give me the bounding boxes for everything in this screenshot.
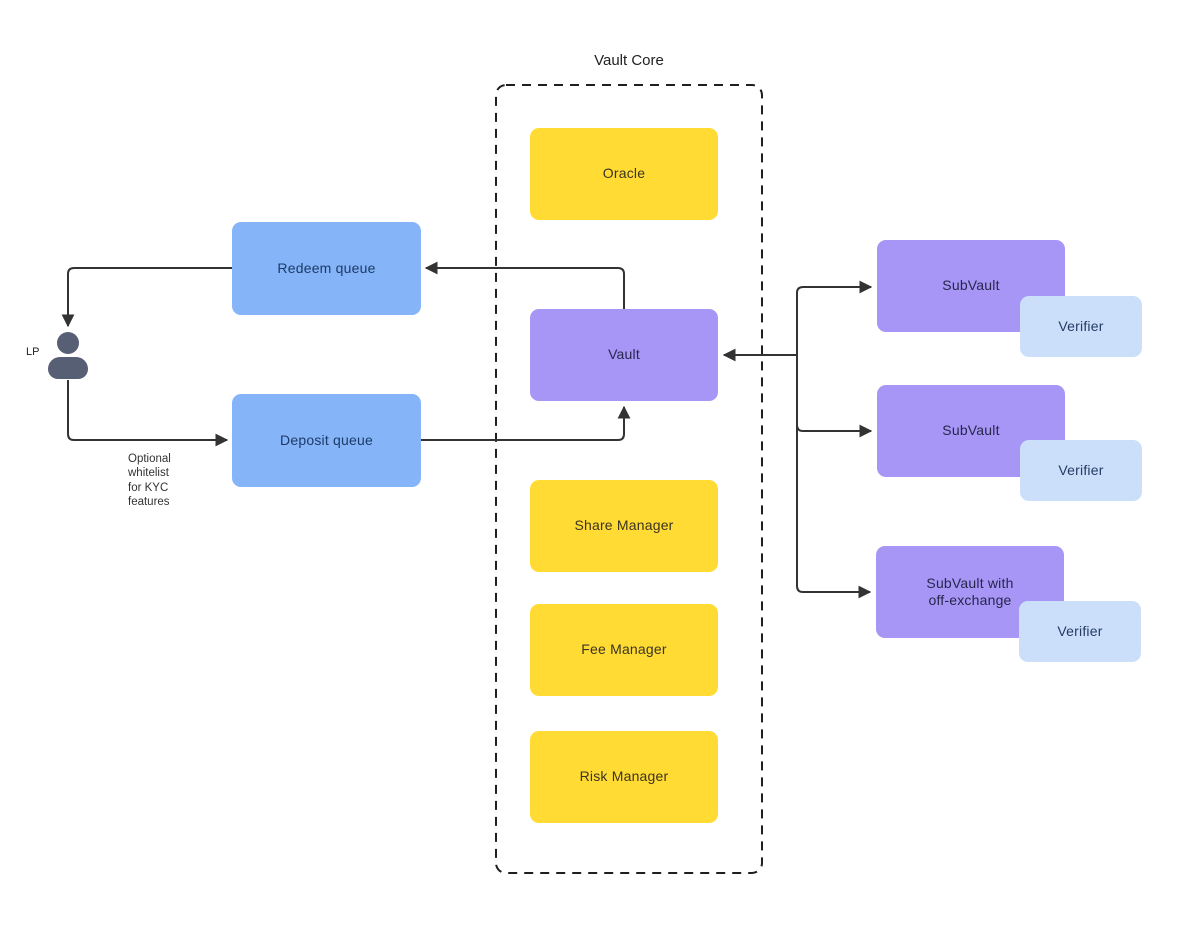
node-share-manager[interactable]: Share Manager xyxy=(530,480,718,572)
node-label: Risk Manager xyxy=(579,768,669,785)
arrow-trunk-to-subvault-1 xyxy=(796,280,873,355)
node-label: SubVault xyxy=(942,422,1000,439)
node-label: Redeem queue xyxy=(277,259,376,276)
node-label: Verifier xyxy=(1058,317,1104,334)
node-label: Deposit queue xyxy=(280,431,373,448)
node-label: Verifier xyxy=(1058,461,1104,478)
node-label: SubVault with off-exchange xyxy=(926,574,1014,609)
kyc-annotation: Optional whitelist for KYC features xyxy=(128,452,171,510)
arrow-lp-to-deposit xyxy=(67,380,229,447)
annotation-line: Optional xyxy=(128,453,171,465)
node-verifier-1[interactable]: Verifier xyxy=(1020,296,1142,357)
node-redeem-queue[interactable]: Redeem queue xyxy=(232,222,421,315)
node-risk-manager[interactable]: Risk Manager xyxy=(530,731,718,823)
node-label: Verifier xyxy=(1057,622,1103,639)
node-subvault-3[interactable]: SubVault with off-exchange xyxy=(876,546,1064,638)
node-vault[interactable]: Vault xyxy=(530,309,718,401)
node-verifier-2[interactable]: Verifier xyxy=(1020,440,1142,501)
arrow-deposit-to-vault xyxy=(421,405,631,441)
person-icon xyxy=(57,332,79,354)
node-label: Oracle xyxy=(602,165,646,182)
arrow-trunk-to-subvault-3 xyxy=(796,355,872,599)
arrow-trunk-to-subvault-2 xyxy=(796,355,873,438)
node-verifier-3[interactable]: Verifier xyxy=(1019,601,1141,662)
node-label: SubVault xyxy=(942,277,1000,294)
lp-label: LP xyxy=(26,346,40,358)
vault-core-title: Vault Core xyxy=(594,52,664,69)
node-label: Share Manager xyxy=(574,517,674,534)
annotation-line: whitelist xyxy=(128,467,169,480)
person-icon xyxy=(48,357,88,379)
arrow-vault-to-redeem xyxy=(424,261,625,309)
node-oracle[interactable]: Oracle xyxy=(530,128,718,220)
node-deposit-queue[interactable]: Deposit queue xyxy=(232,394,421,487)
node-label: Vault xyxy=(608,346,640,363)
node-label: Fee Manager xyxy=(581,641,667,658)
annotation-line: for KYC xyxy=(128,481,169,494)
node-fee-manager[interactable]: Fee Manager xyxy=(530,604,718,696)
annotation-line: features xyxy=(128,496,170,509)
arrow-redeem-to-lp xyxy=(61,267,232,328)
